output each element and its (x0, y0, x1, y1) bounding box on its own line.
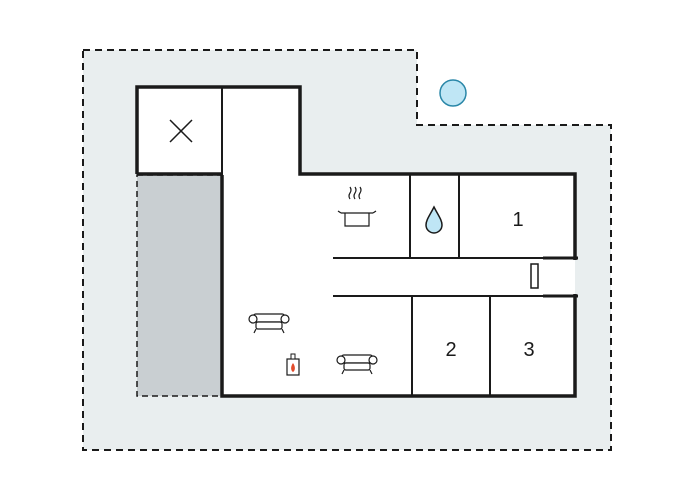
sofa-icon (248, 313, 290, 334)
house-interior (137, 87, 575, 396)
cross-icon (169, 119, 193, 143)
door-icon (530, 263, 539, 289)
pool-icon (439, 79, 467, 107)
sofa-icon-2 (336, 354, 378, 375)
room-2-label: 2 (445, 339, 456, 361)
house-walls (135, 85, 577, 398)
cooking-pot-icon (337, 186, 377, 227)
room-1-label: 1 (512, 209, 523, 231)
water-drop-icon (425, 205, 443, 234)
terrace (136, 174, 223, 397)
room-3-label: 3 (523, 339, 534, 361)
fireplace-icon (286, 353, 300, 376)
